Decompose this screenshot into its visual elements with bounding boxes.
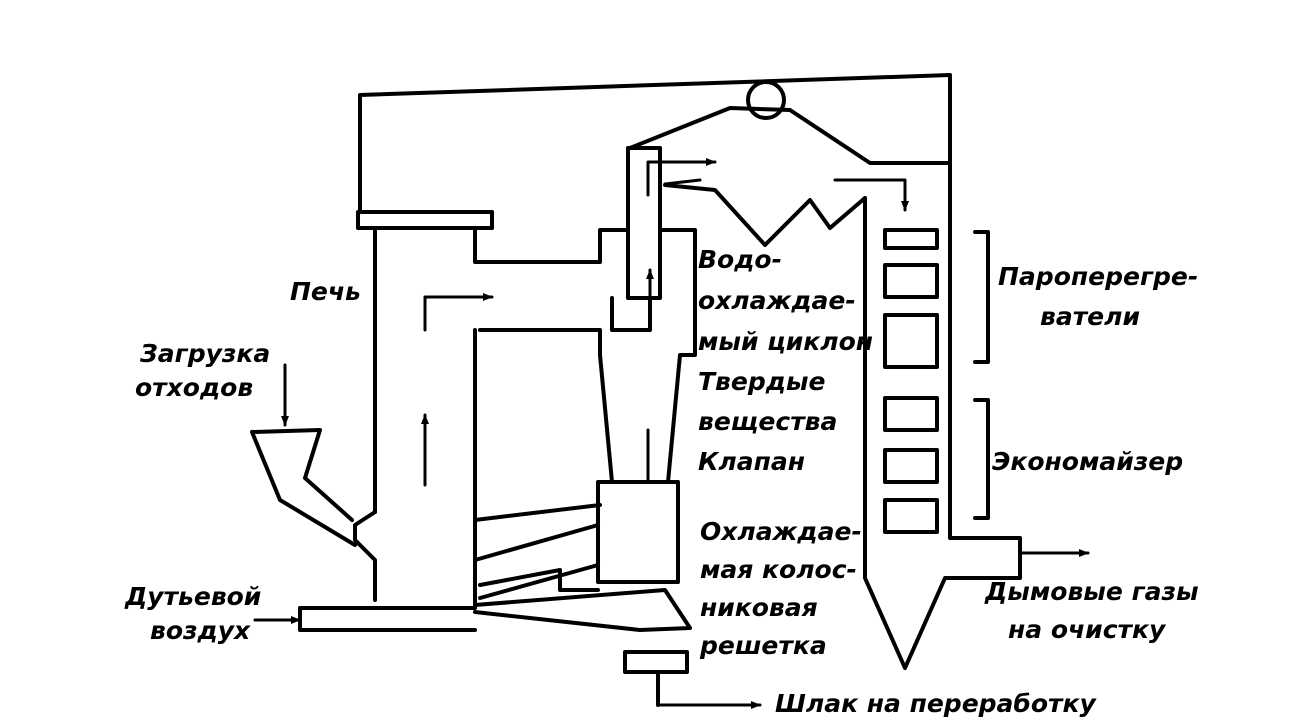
label-superheaters-line1: Пароперегре- <box>998 262 1198 291</box>
label-superheaters-line2: ватели <box>1040 302 1140 331</box>
cooled-grate <box>473 503 692 632</box>
label-blast-air-line1: Дутьевой <box>124 582 261 611</box>
label-cyclone-line1: Водо- <box>698 245 782 274</box>
label-grate-line1: Охлаждае- <box>700 517 862 546</box>
label-grate-line3: никовая <box>700 593 818 622</box>
boiler-shaft <box>863 161 1022 670</box>
economizer-bracket <box>973 398 990 520</box>
label-flue-gas: Дымовые газы на очистку <box>984 577 1207 644</box>
economizer-2 <box>883 448 939 484</box>
flow-arrow-furnace-top <box>423 293 494 332</box>
label-flue-gas-line2: на очистку <box>1008 615 1167 644</box>
label-solids-line2: вещества <box>698 407 837 436</box>
flow-arrow-cyclone-in <box>646 158 717 197</box>
boiler-drum <box>746 80 786 120</box>
slag-discharge <box>623 650 689 674</box>
label-valve: Клапан <box>698 447 805 476</box>
label-grate-line2: мая колос- <box>700 555 857 584</box>
valve-box <box>596 480 680 584</box>
label-slag: Шлак на переработку <box>775 689 1098 718</box>
label-economizer: Экономайзер <box>992 447 1183 476</box>
superheater-bracket <box>973 230 990 364</box>
label-cyclone-line2: охлаждае- <box>698 286 856 315</box>
flow-arrow-boiler-in <box>833 178 909 212</box>
label-waste-loading-line1: Загрузка <box>139 339 270 368</box>
label-solids-line1: Твердые <box>698 367 825 396</box>
boiler-hood <box>628 106 952 165</box>
economizer-1 <box>883 396 939 432</box>
cyclone-outlet-pipe <box>626 146 662 300</box>
label-waste-loading-line2: отходов <box>135 373 253 402</box>
label-cyclone-line3: мый циклон <box>698 327 873 356</box>
label-waste-loading: Загрузка отходов <box>135 339 279 402</box>
waste-hopper <box>250 428 357 547</box>
furnace-base-left <box>298 510 377 610</box>
furnace-cap <box>356 210 494 230</box>
superheater-1 <box>883 228 939 250</box>
gas-duct <box>663 183 867 247</box>
label-blast-air: Дутьевой воздух <box>124 582 270 645</box>
label-cyclone: Водо- охлаждае- мый циклон <box>698 245 873 356</box>
label-grate-line4: решетка <box>699 631 827 660</box>
economizer-3 <box>883 498 939 534</box>
label-blast-air-line2: воздух <box>150 616 251 645</box>
label-grate: Охлаждае- мая колос- никовая решетка <box>699 517 871 660</box>
building-roof <box>358 73 952 217</box>
label-solids: Твердые вещества <box>698 367 837 436</box>
label-flue-gas-line1: Дымовые газы <box>984 577 1199 606</box>
superheater-3 <box>883 313 939 369</box>
superheater-2 <box>883 263 939 299</box>
label-superheaters: Пароперегре- ватели <box>998 262 1207 331</box>
cyclone-body <box>478 228 697 484</box>
flow-arrow-gas-duct <box>663 178 702 186</box>
label-furnace: Печь <box>290 277 361 306</box>
